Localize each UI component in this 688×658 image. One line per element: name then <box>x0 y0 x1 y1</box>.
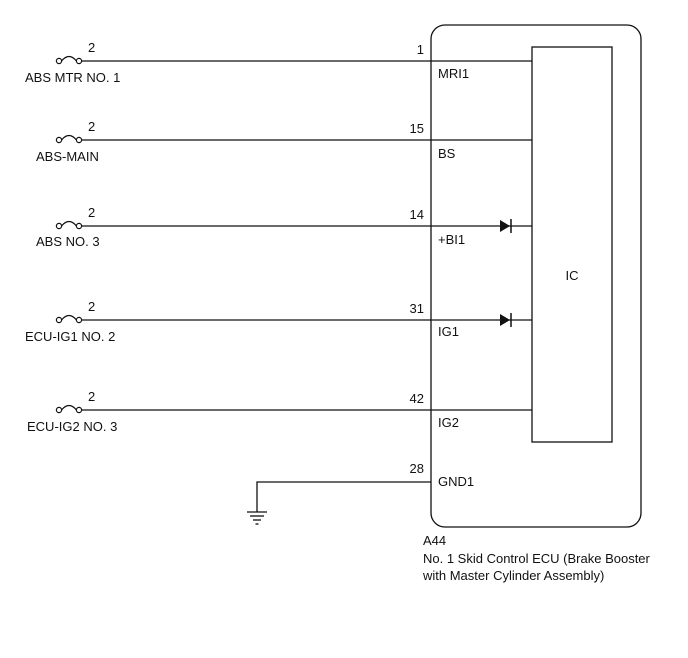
circuit-row: 2 ECU-IG2 NO. 3 42 IG2 <box>27 389 532 434</box>
fuse-label: ECU-IG2 NO. 3 <box>27 419 117 434</box>
connector-id: A44 <box>423 533 446 548</box>
ecu-pin-number: 1 <box>417 42 424 57</box>
terminal-label: IG2 <box>438 415 459 430</box>
fuse-label: ABS-MAIN <box>36 149 99 164</box>
circuit-row: 2 ABS MTR NO. 1 1 MRI1 <box>25 40 532 85</box>
fuse-label: ABS MTR NO. 1 <box>25 70 120 85</box>
ecu-pin-number: 15 <box>410 121 424 136</box>
terminal-label: IG1 <box>438 324 459 339</box>
ecu-description-line2: with Master Cylinder Assembly) <box>422 568 604 583</box>
circuit-row: 2 ABS NO. 3 14 +BI1 <box>36 205 532 249</box>
ecu-pin-number: 42 <box>410 391 424 406</box>
ecu-pin-number: 31 <box>410 301 424 316</box>
fuse-icon <box>55 134 83 144</box>
diode-icon <box>500 219 512 233</box>
ground-icon <box>247 511 267 525</box>
fuse-pin-number: 2 <box>88 299 95 314</box>
ecu-pin-number: 14 <box>410 207 424 222</box>
fuse-pin-number: 2 <box>88 389 95 404</box>
ic-block <box>531 46 613 443</box>
fuse-pin-number: 2 <box>88 40 95 55</box>
ground-pin-number: 28 <box>410 461 424 476</box>
diode-icon <box>500 313 512 327</box>
ground-circuit: 28 GND1 <box>247 461 474 525</box>
circuit-row: 2 ABS-MAIN 15 BS <box>36 119 532 164</box>
fuse-icon <box>55 314 83 324</box>
ground-wire <box>256 481 431 512</box>
terminal-label: +BI1 <box>438 232 465 247</box>
fuse-pin-number: 2 <box>88 205 95 220</box>
ecu-housing <box>430 24 642 528</box>
fuse-label: ABS NO. 3 <box>36 234 100 249</box>
ic-label: IC <box>566 268 579 283</box>
fuse-icon <box>55 404 83 414</box>
fuse-pin-number: 2 <box>88 119 95 134</box>
ecu-description-line1: No. 1 Skid Control ECU (Brake Booster <box>423 551 651 566</box>
ground-terminal-label: GND1 <box>438 474 474 489</box>
terminal-label: BS <box>438 146 456 161</box>
fuse-label: ECU-IG1 NO. 2 <box>25 329 115 344</box>
terminal-label: MRI1 <box>438 66 469 81</box>
circuit-row: 2 ECU-IG1 NO. 2 31 IG1 <box>25 299 532 344</box>
fuse-icon <box>55 55 83 65</box>
fuse-icon <box>55 220 83 230</box>
